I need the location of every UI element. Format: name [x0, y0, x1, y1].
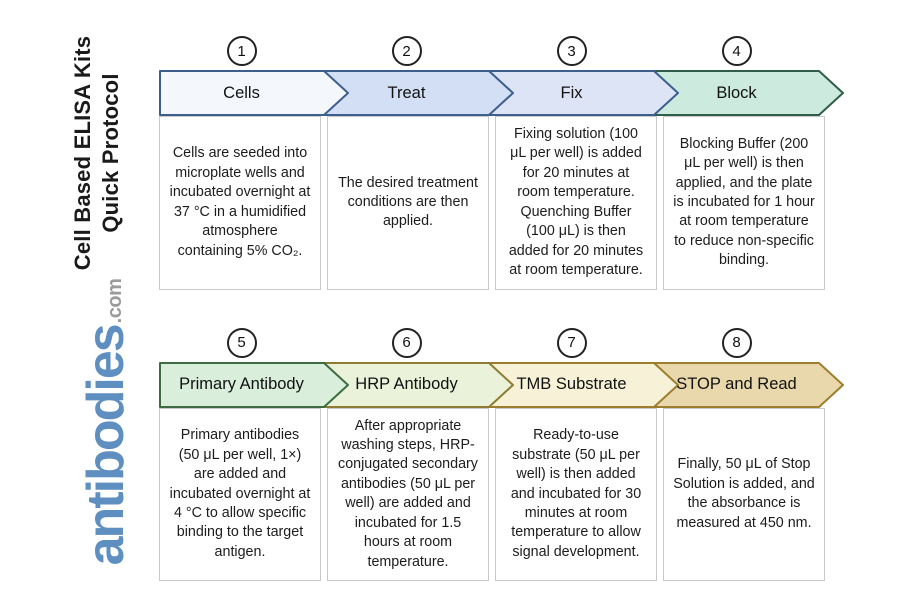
brand-logo: antibodies .com [54, 272, 135, 572]
step-description-5: Primary antibodies (50 μL per well, 1×) … [159, 407, 321, 581]
protocol-title-line2: Quick Protocol [98, 73, 123, 233]
banner-arrow-cells [159, 70, 349, 116]
protocol-title: Cell Based ELISA Kits Quick Protocol [68, 33, 126, 273]
banner-label-treat: Treat [387, 83, 426, 102]
banner-label-primary-antibody: Primary Antibody [179, 375, 304, 393]
banner-label-cells: Cells [223, 83, 260, 102]
step-description-6: After appropriate washing steps, HRP-con… [327, 407, 489, 581]
step-description-7: Ready-to-use substrate (50 μL per well) … [495, 407, 657, 581]
banner-label-hrp-antibody: HRP Antibody [355, 375, 458, 393]
brand-logo-suffix: .com [104, 278, 126, 324]
step-description-2: The desired treatment conditions are the… [327, 116, 489, 290]
step-number-2: 2 [391, 36, 422, 66]
banner-row-2: Primary Antibody HRP Antibody TMB Substr… [159, 361, 849, 408]
description-row-2: Primary antibodies (50 μL per well, 1×) … [159, 407, 825, 581]
banner-arrow-primary-antibody [159, 361, 349, 408]
step-number-6: 6 [391, 327, 422, 358]
brand-logo-text: antibodies [77, 325, 135, 566]
banner-label-block: Block [716, 83, 757, 102]
banner-arrows-row-2 [159, 361, 844, 408]
banner-row-1: Cells Treat Fix Block [159, 70, 849, 116]
description-row-1: Cells are seeded into microplate wells a… [159, 116, 825, 290]
flow-row-2: 5 6 7 8 Primary Antibody HRP Antibody TM… [159, 327, 849, 581]
banner-label-tmb-substrate: TMB Substrate [516, 375, 627, 393]
banner-arrows-row-1 [159, 70, 844, 116]
step-number-7: 7 [556, 327, 587, 358]
banner-label-fix: Fix [560, 83, 583, 102]
step-description-4: Blocking Buffer (200 μL per well) is the… [663, 116, 825, 290]
step-description-1: Cells are seeded into microplate wells a… [159, 116, 321, 290]
step-number-5: 5 [226, 327, 257, 358]
step-description-8: Finally, 50 μL of Stop Solution is added… [663, 407, 825, 581]
step-number-3: 3 [556, 36, 587, 66]
protocol-title-line1: Cell Based ELISA Kits [70, 35, 96, 271]
step-number-1: 1 [226, 36, 257, 66]
step-numbers-row-1: 1 2 3 4 [159, 36, 849, 66]
flow-row-1: 1 2 3 4 Cells Treat Fix Block Cells are … [159, 36, 849, 290]
step-description-3: Fixing solution (100 μL per well) is add… [495, 116, 657, 290]
step-number-8: 8 [721, 327, 752, 358]
protocol-flow: 1 2 3 4 Cells Treat Fix Block Cells are … [159, 36, 849, 581]
banner-label-stop-and-read: STOP and Read [676, 375, 797, 393]
step-numbers-row-2: 5 6 7 8 [159, 327, 849, 358]
step-number-4: 4 [721, 36, 752, 66]
